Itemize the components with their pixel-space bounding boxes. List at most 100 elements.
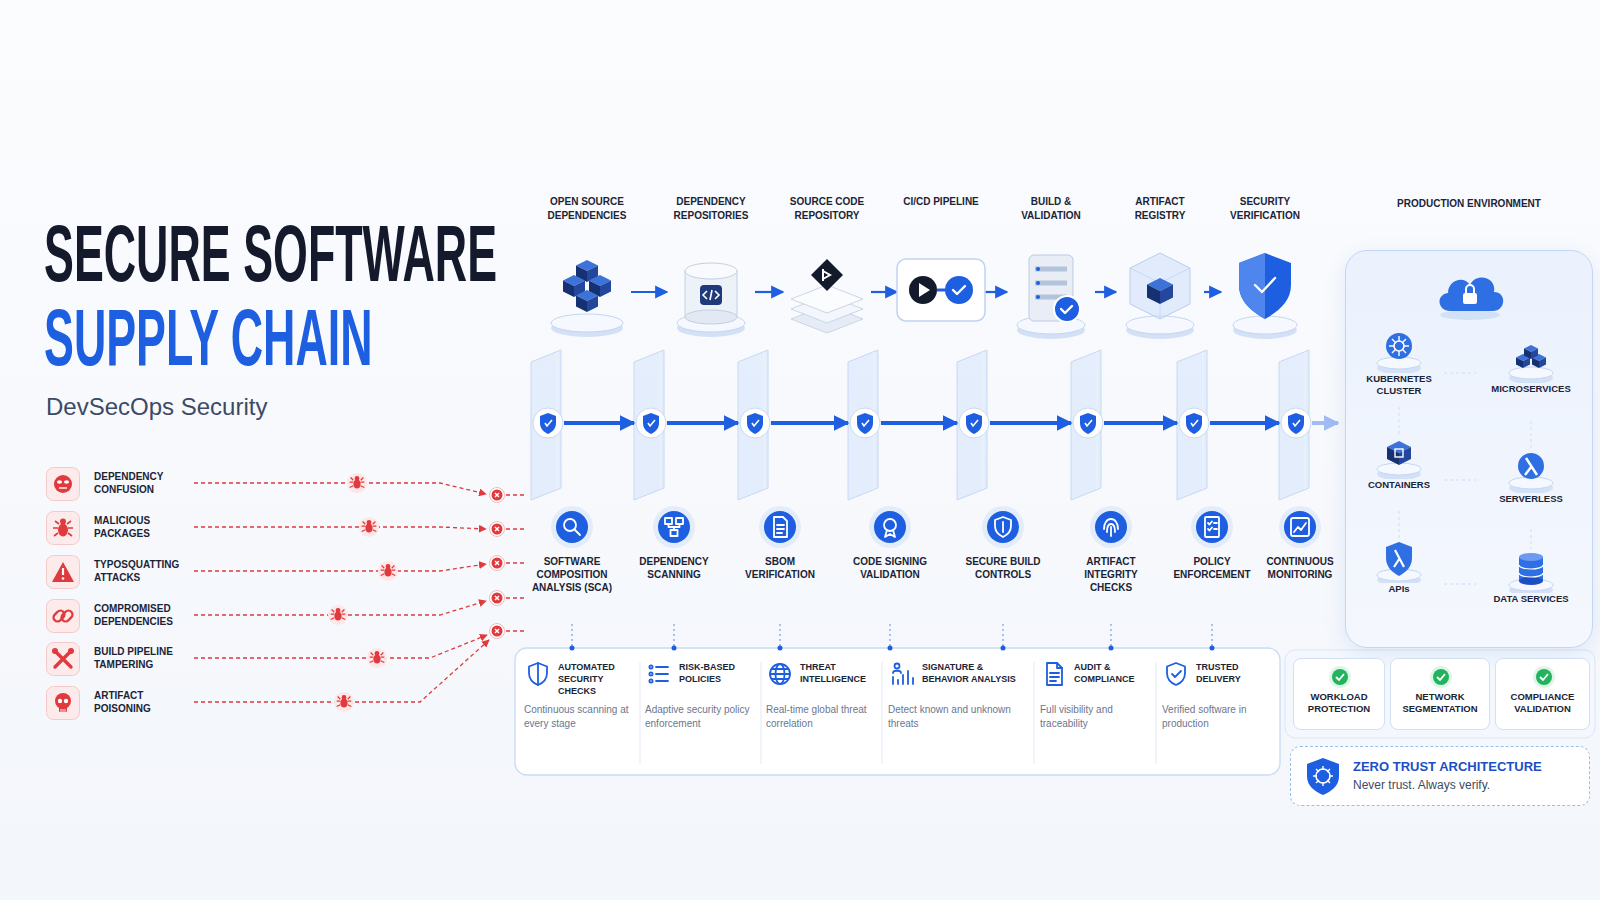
decor-path	[1466, 285, 1474, 293]
icon	[1369, 539, 1429, 583]
decor-path	[857, 413, 873, 434]
decor-circle	[1036, 281, 1040, 285]
decor-rect	[59, 706, 67, 712]
stage-label: ARTIFACT REGISTRY	[1116, 195, 1204, 223]
decor-svg	[46, 599, 80, 633]
decor-path	[1239, 253, 1265, 319]
decor-circle	[60, 519, 66, 525]
decor-circle	[649, 679, 652, 682]
decor-svg	[1005, 241, 1097, 341]
protection-label: WORKLOAD PROTECTION	[1297, 691, 1381, 715]
decor-g	[770, 664, 790, 684]
decor-svg	[1219, 241, 1311, 341]
feature-title: TRUSTED DELIVERY	[1196, 661, 1276, 697]
ctrl-node: SOFTWARE COMPOSITION ANALYSIS (SCA)	[522, 505, 622, 617]
decor-circle	[1095, 511, 1127, 543]
protection-label: NETWORK SEGMENTATION	[1394, 691, 1486, 715]
flow-connector	[631, 291, 667, 293]
decor-rect	[897, 259, 985, 321]
decor-path	[893, 671, 913, 684]
decor-circle	[1281, 408, 1311, 438]
decor-circle	[1533, 666, 1555, 688]
icon	[1114, 241, 1206, 341]
decor-svg	[46, 555, 80, 589]
decor-svg	[550, 505, 594, 549]
decor-circle	[1073, 408, 1103, 438]
decor-polygon	[1399, 447, 1411, 465]
feat-node: SIGNATURE & BEHAVIOR ANALYSISDetect know…	[888, 658, 1032, 768]
icon	[665, 241, 757, 341]
decor-use	[378, 561, 398, 581]
flow-arrow	[990, 421, 1071, 425]
decor-path	[937, 289, 945, 292]
decor-circle	[869, 506, 911, 548]
service-label: SERVERLESS	[1476, 493, 1586, 505]
caption: DevSecOps Security	[46, 392, 267, 422]
decor-circle	[982, 506, 1024, 548]
decor-ellipse	[1509, 367, 1553, 379]
rb-node: NETWORK SEGMENTATION	[1390, 658, 1490, 730]
icon	[1219, 241, 1311, 341]
decor-svg	[1501, 449, 1561, 493]
protection-label: COMPLIANCE VALIDATION	[1499, 691, 1586, 715]
icon	[1190, 505, 1234, 549]
decor-path	[52, 562, 74, 582]
decor-g	[893, 664, 913, 685]
decor-svg	[1114, 241, 1206, 341]
decor-path	[1386, 542, 1412, 576]
decor-path	[1389, 336, 1409, 356]
ctrl-node: POLICY ENFORCEMENT	[1167, 505, 1257, 617]
icon	[981, 505, 1025, 549]
decor-circle	[874, 511, 906, 543]
icon	[1089, 505, 1133, 549]
flow-arrow	[667, 421, 738, 425]
flow-connector	[1204, 291, 1221, 293]
decor-svg	[758, 505, 802, 549]
decor-path	[656, 667, 668, 681]
threat-node: DEPENDENCY CONFUSION	[46, 466, 188, 502]
threat-node: TYPOSQUATTING ATTACKS	[46, 554, 188, 590]
feeder-dot	[888, 646, 893, 651]
threat-label: TYPOSQUATTING ATTACKS	[94, 558, 188, 584]
decor-path	[640, 662, 1156, 764]
decor-path	[62, 568, 64, 575]
decor-path	[971, 420, 978, 426]
decor-svg	[645, 660, 673, 688]
icon	[1430, 265, 1510, 321]
title: SECURE SOFTWARE SUPPLY CHAIN	[44, 212, 537, 380]
decor-rect	[47, 556, 80, 589]
threat-node: COMPROMISED DEPENDENCIES	[46, 598, 188, 634]
decor-polygon	[1531, 349, 1538, 360]
decor-svg	[1532, 665, 1556, 689]
feeder-dot	[778, 646, 783, 651]
feat-node: TRUSTED DELIVERYVerified software in pro…	[1162, 658, 1276, 768]
decor-svg	[665, 241, 757, 341]
decor-use	[490, 522, 505, 537]
icon	[1501, 449, 1561, 493]
threat-label: ARTIFACT POISONING	[94, 689, 188, 715]
flow-arrow	[1104, 421, 1177, 425]
feature-title: SIGNATURE & BEHAVIOR ANALYSIS	[922, 661, 1032, 697]
decor-polygon	[1523, 358, 1530, 369]
icon	[46, 555, 80, 589]
ctrl-node: SBOM VERIFICATION	[732, 505, 828, 617]
decor-svg	[1369, 329, 1429, 373]
decor-circle	[64, 699, 68, 703]
decor-ellipse	[1519, 553, 1543, 561]
icon	[1005, 241, 1097, 341]
decor-polygon	[576, 296, 587, 313]
decor-svg	[524, 660, 552, 688]
pc-node: MICROSERVICES	[1476, 339, 1586, 421]
stage-label: OPEN SOURCE DEPENDENCIES	[543, 195, 631, 223]
decor-circle	[551, 506, 593, 548]
decor-path	[1294, 523, 1306, 532]
decor-circle	[1279, 506, 1321, 548]
decor-path	[59, 487, 67, 488]
icon	[524, 660, 552, 688]
ctrl-node: SECURE BUILD CONTROLS	[955, 505, 1051, 617]
service-label: KUBERNETES CLUSTER	[1354, 373, 1444, 397]
decor-polygon	[1524, 349, 1531, 360]
feeder-dot	[672, 646, 677, 651]
service-label: MICROSERVICES	[1476, 383, 1586, 395]
